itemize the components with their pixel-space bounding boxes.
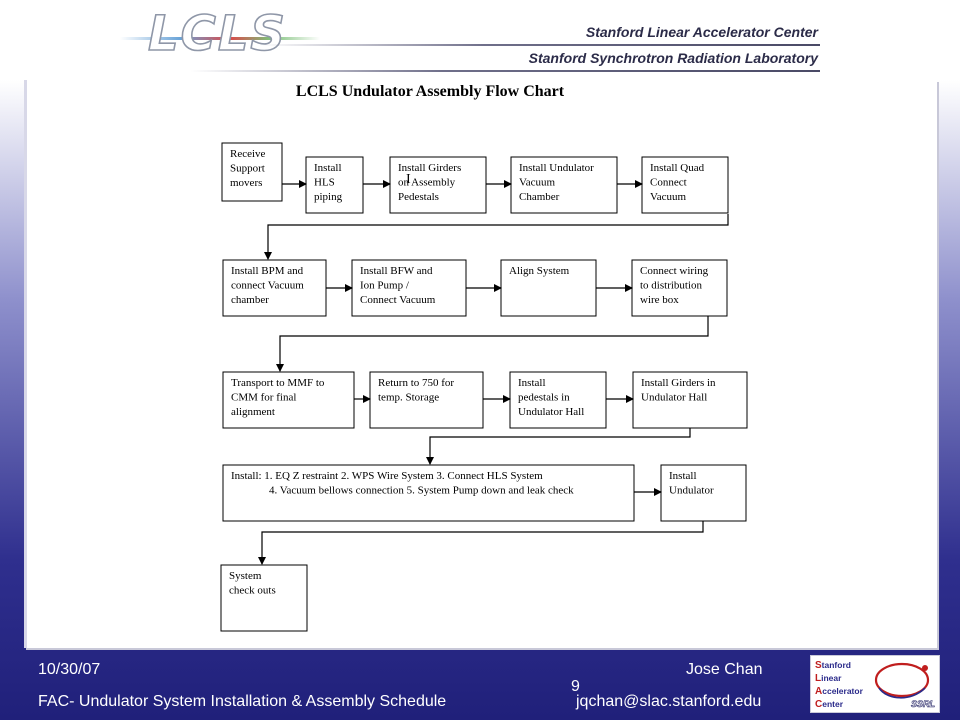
flow-box-outline [631, 259, 728, 317]
flow-box-text: Vacuum [519, 177, 555, 189]
flow-box-outline [500, 259, 597, 317]
footer-email: jqchan@slac.stanford.edu [576, 693, 762, 710]
flow-box-text: Align System [509, 265, 570, 277]
flow-box-text: check outs [229, 585, 276, 597]
header-rule-top [260, 44, 820, 46]
flow-box-outline [641, 156, 729, 214]
flow-box-girders-hall: Install Girders in Undulator Hall [632, 371, 748, 429]
flow-box-text: Install [314, 162, 342, 174]
slac-wordmark: Stanford Linear Accelerator Center [815, 660, 863, 710]
flow-box-text: Undulator [669, 485, 714, 497]
slac-ssrl-logo: Stanford Linear Accelerator Center SSRL [810, 655, 940, 713]
flow-box-text: Chamber [519, 191, 560, 203]
flow-box-text: CMM for final [231, 392, 296, 404]
flow-box-text: Install Girders [398, 162, 461, 174]
flow-box-return: Return to 750 for temp. Storage [369, 371, 484, 429]
flow-box-text: Transport to MMF to [231, 377, 325, 389]
flow-box-text: Connect [650, 177, 687, 189]
footer-author: Jose Chan [686, 661, 763, 678]
flow-box-text: wire box [640, 294, 679, 306]
org-line-ssrl: Stanford Synchrotron Radiation Laborator… [528, 50, 818, 66]
flow-box-text: Install Girders in [641, 377, 716, 389]
flow-box-text: chamber [231, 294, 269, 306]
flow-box-outline [369, 371, 484, 429]
flow-box-text: pedestals in [518, 392, 570, 404]
ssrl-wordmark: SSRL [910, 699, 936, 710]
page-number: 9 [571, 678, 580, 695]
flow-box-text: Install [518, 377, 546, 389]
flow-box-text: to distribution [640, 280, 703, 292]
flow-box-outline [510, 156, 618, 214]
arrow-row3-row4 [426, 428, 691, 465]
flow-box-text: Undulator Hall [518, 406, 584, 418]
flow-box-outline [632, 371, 748, 429]
flow-box-checkouts: System check outs [220, 564, 308, 632]
flow-box-text: Install [669, 470, 697, 482]
flow-box-text: movers [230, 177, 262, 189]
flow-box-text: Receive [230, 148, 266, 160]
flow-box-text: Install BFW and [360, 265, 433, 277]
flow-box-outline [222, 259, 327, 317]
flow-box-transport: Transport to MMF to CMM for final alignmen… [222, 371, 355, 429]
flow-box-text: Pedestals [398, 191, 439, 203]
flow-box-text: System [229, 570, 262, 582]
flow-box-outline [351, 259, 467, 317]
flow-box-text: on Assembly [398, 177, 456, 189]
arrow-row1-row2 [264, 214, 729, 260]
header-banner: LCLS Stanford Linear Accelerator Center … [0, 0, 960, 74]
panel-edge [24, 80, 27, 648]
flowchart-title: LCLS Undulator Assembly Flow Chart [295, 83, 565, 100]
header-rule-bottom [190, 70, 820, 72]
footer-date: 10/30/07 [38, 661, 101, 678]
flow-box-wiring: Connect wiring to distribution wire box [631, 259, 728, 317]
stray-mark: I [406, 172, 411, 187]
flow-box-bpm: Install BPM and connect Vacuum chamber [222, 259, 327, 317]
flow-box-text: Install: 1. EQ Z restraint 2. WPS Wire S… [231, 470, 543, 482]
flow-box-text: alignment [231, 406, 275, 418]
flow-box-install-list: Install: 1. EQ Z restraint 2. WPS Wire S… [222, 464, 635, 522]
flow-connectors [258, 180, 729, 565]
arrow-row2-row3 [276, 316, 709, 372]
flow-box-text: Install BPM and [231, 265, 304, 277]
org-line-slac: Stanford Linear Accelerator Center [585, 24, 818, 40]
flow-box-outline [389, 156, 487, 214]
flow-box-text: Support [230, 163, 265, 175]
flow-box-align: Align System [500, 259, 597, 317]
arrow-row4-row5 [258, 521, 704, 565]
flow-box-text: Connect Vacuum [360, 294, 436, 306]
flow-box-outline [221, 142, 283, 202]
ring-emblem-icon [874, 662, 930, 699]
lcls-logo: LCLS [147, 5, 287, 63]
flow-box-text: Connect wiring [640, 265, 709, 277]
flow-box-outline [220, 564, 308, 632]
flow-box-text: Install Quad [650, 162, 705, 174]
flow-box-text: Vacuum [650, 191, 686, 203]
logo-color-streak [120, 37, 320, 40]
flow-box-text: connect Vacuum [231, 280, 304, 292]
flow-box-outline [222, 464, 635, 522]
flow-box-text: HLS [314, 177, 335, 189]
footer-subtitle: FAC- Undulator System Installation & Ass… [38, 693, 447, 710]
flow-box-text: Return to 750 for [378, 377, 454, 389]
flow-box-text: piping [314, 191, 343, 203]
flow-box-text: Ion Pump / [360, 280, 410, 292]
flow-box-outline [509, 371, 607, 429]
flow-box-text: temp. Storage [378, 392, 439, 404]
flow-box-text: Undulator Hall [641, 392, 707, 404]
flow-box-text: 4. Vacuum bellows connection 5. System P… [269, 485, 574, 497]
flow-box-text: Install Undulator [519, 162, 594, 174]
flow-box-outline [222, 371, 355, 429]
flow-box-pedestals-hall: Install pedestals in Undulator Hall [509, 371, 607, 429]
